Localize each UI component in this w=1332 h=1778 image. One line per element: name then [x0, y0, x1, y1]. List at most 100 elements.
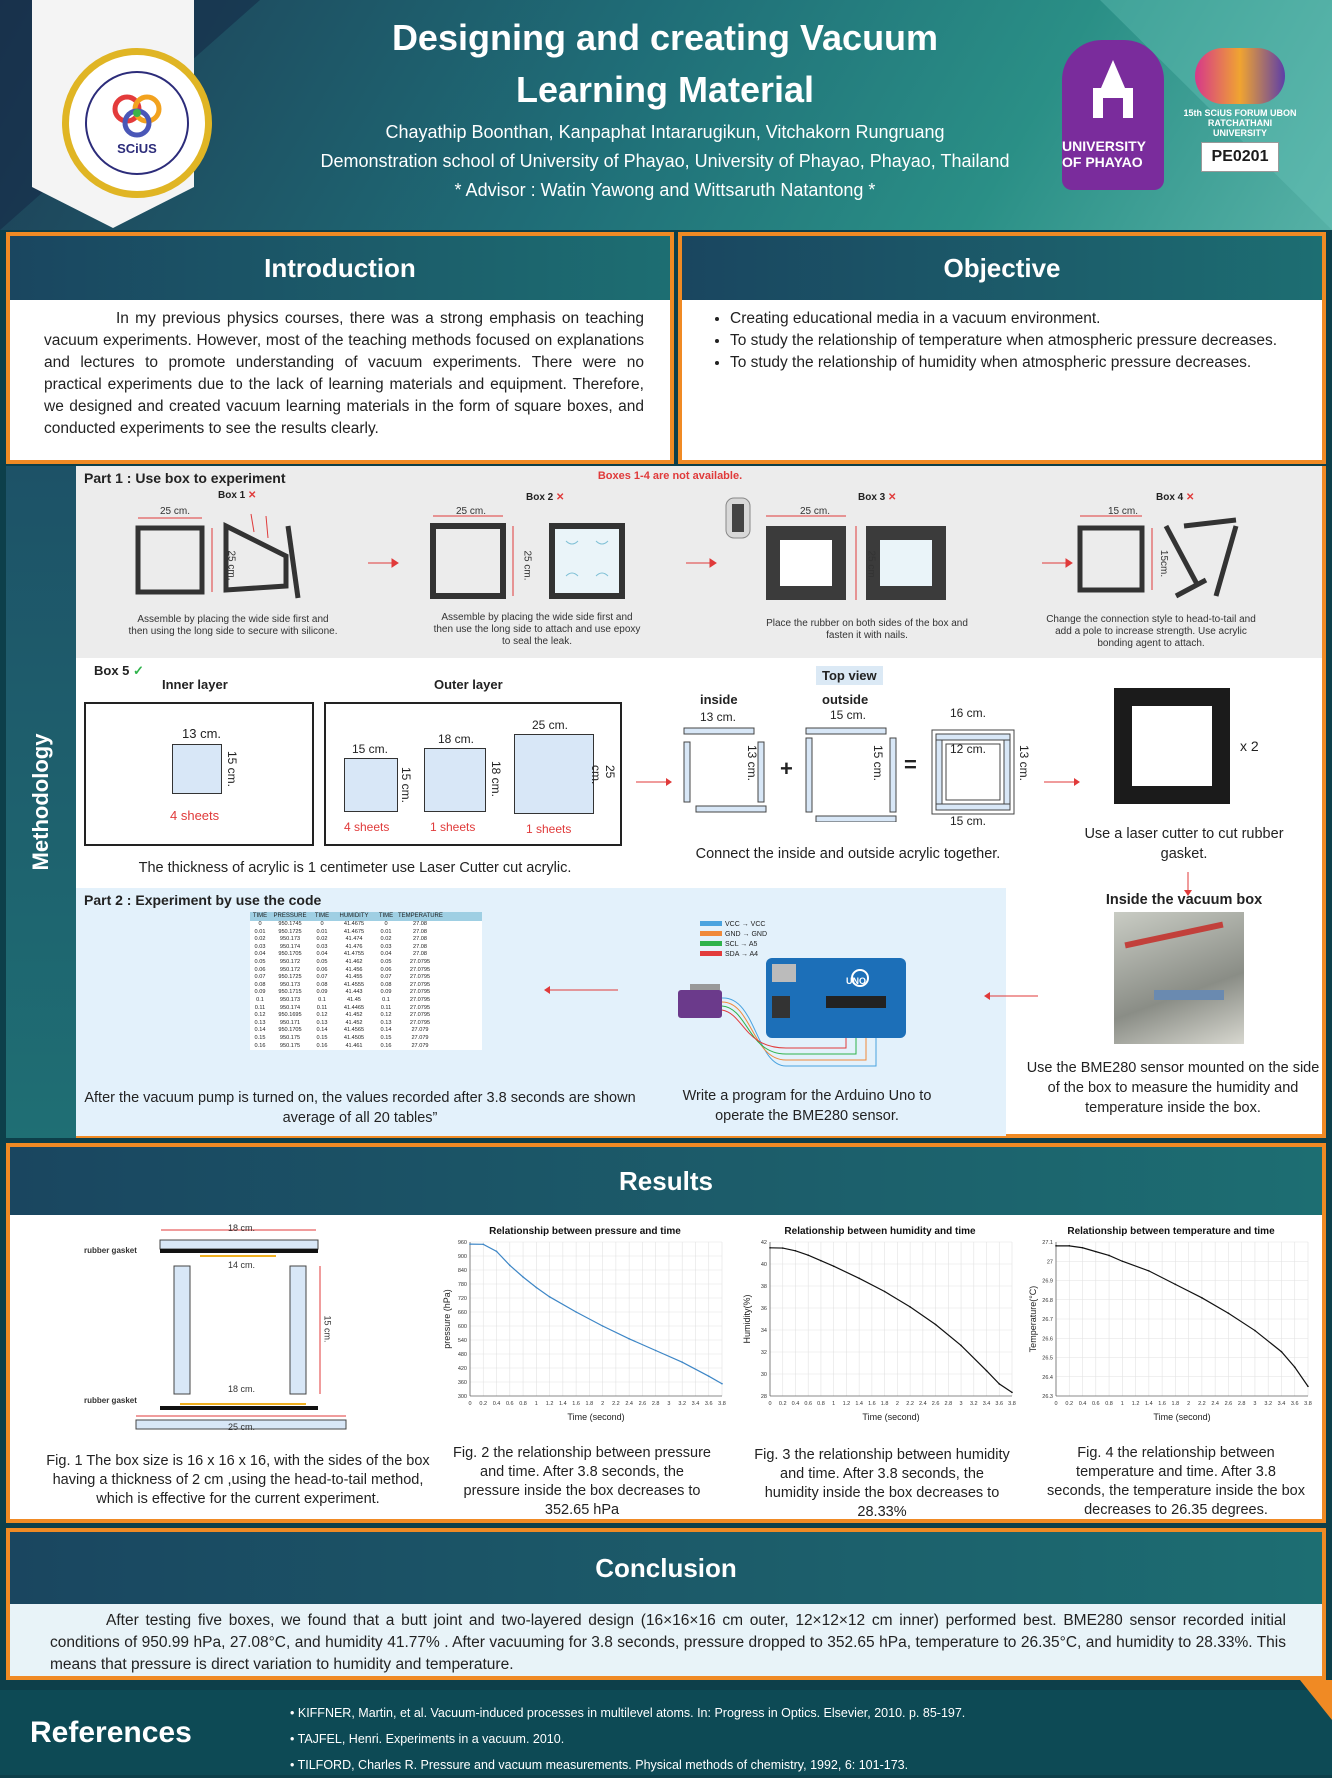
x-tick-label: 1.2 [1132, 1401, 1140, 1407]
scius-forum-logo: 15th SCiUS FORUM UBON RATCHATHANI UNIVER… [1180, 48, 1300, 172]
data-point [482, 1243, 485, 1246]
author-block: Chayathip Boonthan, Kanpaphat Intararugi… [240, 118, 1090, 205]
box2-diagram [430, 515, 625, 599]
table-cell: 0.16 [380, 1042, 392, 1049]
y-tick-label: 540 [458, 1338, 467, 1344]
data-point [858, 1277, 860, 1280]
inside-dim: 13 cm. [700, 710, 737, 724]
table-cell: 950.1725 [278, 974, 302, 981]
data-point [1011, 1391, 1013, 1394]
y-axis-label: Humidity(%) [742, 1294, 752, 1343]
forum-emblem-icon [1195, 48, 1285, 104]
table-cell: 0.01 [380, 928, 392, 935]
x-tick-label: 1.6 [572, 1401, 580, 1407]
data-point [522, 1276, 524, 1278]
y-tick-label: 30 [761, 1372, 767, 1378]
conclusion-text: After testing five boxes, we found that … [50, 1612, 1286, 1673]
y-tick-label: 36 [761, 1306, 767, 1312]
fig2-caption: Fig. 2 the relationship between pressure… [453, 1445, 711, 1518]
data-point [1201, 1297, 1203, 1299]
y-tick-label: 32 [761, 1350, 767, 1356]
table-cell: 0.1 [256, 996, 264, 1003]
fig1-lower-dim: 18 cm. [228, 1384, 256, 1394]
outside-dim: 15 cm. [830, 708, 867, 722]
table-cell: 0.06 [380, 966, 392, 973]
table-header-cell: HUMIDITY [339, 913, 369, 919]
equals-sign: = [904, 752, 917, 777]
fig3-caption: Fig. 3 the relationship between humidity… [754, 1447, 1010, 1520]
data-point [1280, 1350, 1283, 1353]
table-cell: 41.452 [345, 1012, 363, 1019]
y-tick-label: 26.8 [1042, 1298, 1053, 1304]
x-tick-label: 0 [1054, 1401, 1057, 1407]
vacuum-box-title: Inside the vacuum box [1105, 892, 1263, 908]
table-cell: 0.15 [316, 1034, 328, 1041]
data-point [601, 1325, 604, 1327]
part1-title: Part 1 : Use box to experiment [84, 470, 286, 486]
top-view-diagram [683, 727, 1015, 822]
y-tick-label: 42 [761, 1240, 767, 1246]
data-point [535, 1286, 538, 1289]
table-cell: 950.171 [279, 1019, 301, 1026]
x-tick-label: 2 [601, 1401, 604, 1407]
fig4-caption: Fig. 4 the relationship between temperat… [1047, 1445, 1305, 1518]
table-cell: 41.443 [345, 989, 363, 996]
data-point [1227, 1312, 1230, 1315]
gasket-note: Use a laser cutter to cut rubber gasket. [1084, 826, 1284, 862]
box5-label: Box 5 ✓ [94, 663, 144, 678]
inside-side: 13 cm. [745, 744, 760, 782]
table-cell: 27.0795 [409, 1004, 431, 1011]
y-tick-label: 26.4 [1042, 1375, 1053, 1381]
x-tick-label: 0.8 [817, 1401, 825, 1407]
x-tick-label: 3.6 [995, 1401, 1003, 1407]
x-tick-label: 2.6 [639, 1401, 647, 1407]
x-tick-label: 2.2 [1198, 1401, 1206, 1407]
table-cell: 27.08 [413, 936, 427, 943]
box1-diagram [135, 513, 301, 599]
box3-label: Box 3 ✕ [858, 492, 897, 503]
data-point [1081, 1246, 1084, 1249]
table-cell: 41.4555 [343, 981, 365, 988]
table-cell: 0.04 [316, 951, 328, 958]
vacuum-box-photo [1114, 912, 1244, 1044]
x-tick-label: 1 [832, 1401, 835, 1407]
y-tick-label: 780 [458, 1282, 467, 1288]
table-cell: 0.07 [380, 974, 392, 981]
y-tick-label: 28 [761, 1394, 767, 1400]
results-heading: Results [10, 1147, 1322, 1215]
table-cell: 0.08 [316, 981, 328, 988]
table-cell: 0.14 [254, 1027, 266, 1034]
chart-title: Relationship between temperature and tim… [1067, 1226, 1275, 1237]
scius-logo: SCiUS [62, 48, 212, 198]
data-point [1307, 1385, 1309, 1388]
table-cell: 41.452 [345, 1019, 363, 1026]
outside-side: 15 cm. [871, 744, 886, 782]
table-cell: 950.1745 [278, 921, 302, 927]
table-cell: 27.0795 [409, 989, 431, 996]
objective-item: To study the relationship of humidity wh… [730, 352, 1310, 374]
table-cell: 41.456 [345, 966, 363, 973]
data-point [781, 1247, 784, 1249]
methodology-label: Methodology [28, 733, 53, 871]
data-point [681, 1361, 684, 1363]
data-point [1121, 1260, 1124, 1263]
table-cell: 27.0795 [409, 966, 431, 973]
gasket-label-top: rubber gasket [84, 1246, 137, 1255]
data-point [1174, 1283, 1177, 1286]
table-cell: 0.14 [380, 1027, 392, 1034]
table-cell: 950.1705 [278, 1027, 302, 1034]
data-point [1254, 1329, 1256, 1332]
reference-item: • TILFORD, Charles R. Pressure and vacuu… [290, 1758, 909, 1772]
table-cell: 950.172 [279, 958, 301, 965]
table-cell: 0.05 [254, 958, 266, 965]
conclusion-panel: Conclusion After testing five boxes, we … [6, 1528, 1326, 1680]
x-tick-label: 2.6 [1225, 1401, 1233, 1407]
box3-dim-top: 25 cm. [800, 506, 831, 517]
